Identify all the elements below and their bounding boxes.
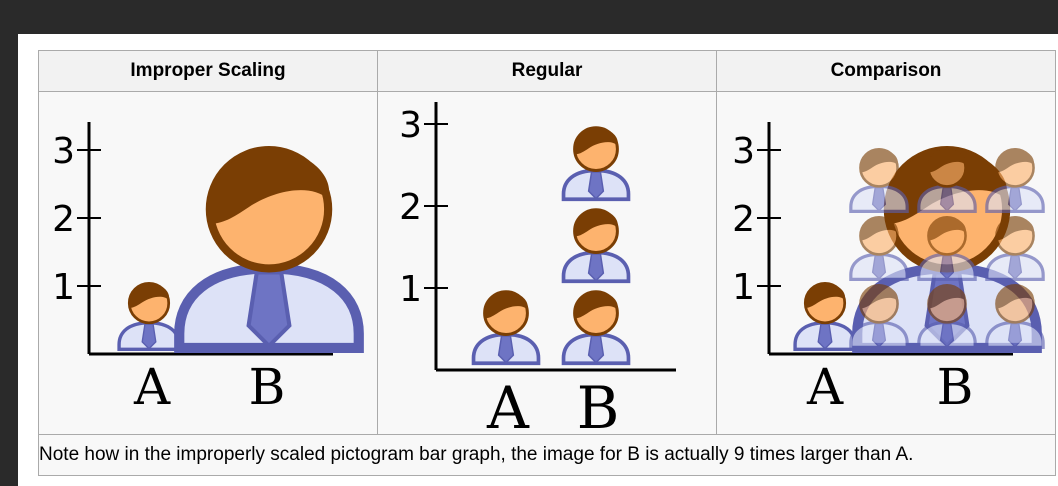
header-regular: Regular xyxy=(377,50,717,92)
pictogram-b-unit-1 xyxy=(849,148,909,213)
pictogram-b-1 xyxy=(561,290,631,366)
pictogram-b xyxy=(174,146,364,354)
pictogram-b-unit-5 xyxy=(917,216,977,281)
comparison-chart: 1 2 3A B xyxy=(732,122,1045,416)
pictogram-b-unit-2 xyxy=(917,148,977,213)
y-tick-label-3: 3 xyxy=(399,105,422,146)
pictogram-b-unit-8 xyxy=(917,284,977,349)
pictogram-b-unit-4 xyxy=(849,216,909,281)
category-label-a: A xyxy=(486,374,530,434)
caption: Note how in the improperly scaled pictog… xyxy=(38,434,1056,476)
header-comparison: Comparison xyxy=(716,50,1056,92)
pictogram-b-unit-9 xyxy=(985,284,1045,349)
category-label-b: B xyxy=(937,358,974,416)
pictogram-a xyxy=(117,282,181,352)
y-tick-label-2: 2 xyxy=(732,199,755,240)
y-tick-label-2: 2 xyxy=(399,187,422,228)
pictogram-a xyxy=(793,282,857,352)
pictogram-b-unit-3 xyxy=(985,148,1045,213)
category-label-b: B xyxy=(249,358,286,416)
pictogram-b-2 xyxy=(561,208,631,284)
y-tick-label-1: 1 xyxy=(399,269,422,310)
category-label-a: A xyxy=(133,358,171,416)
category-label-a: A xyxy=(806,358,844,416)
pictogram-b-3 xyxy=(561,126,631,202)
y-tick-label-1: 1 xyxy=(52,267,75,308)
header-improper-scaling: Improper Scaling xyxy=(38,50,378,92)
y-tick-label-1: 1 xyxy=(732,267,755,308)
category-label-b: B xyxy=(577,374,620,434)
y-tick-label-3: 3 xyxy=(732,131,755,172)
pictogram-b-unit-7 xyxy=(849,284,909,349)
improper-scaling-chart: 1 2 3A B xyxy=(52,122,364,416)
y-tick-label-2: 2 xyxy=(52,199,75,240)
pictogram-b-unit-6 xyxy=(985,216,1045,281)
pictogram-a-1 xyxy=(471,290,541,366)
y-tick-label-3: 3 xyxy=(52,131,75,172)
